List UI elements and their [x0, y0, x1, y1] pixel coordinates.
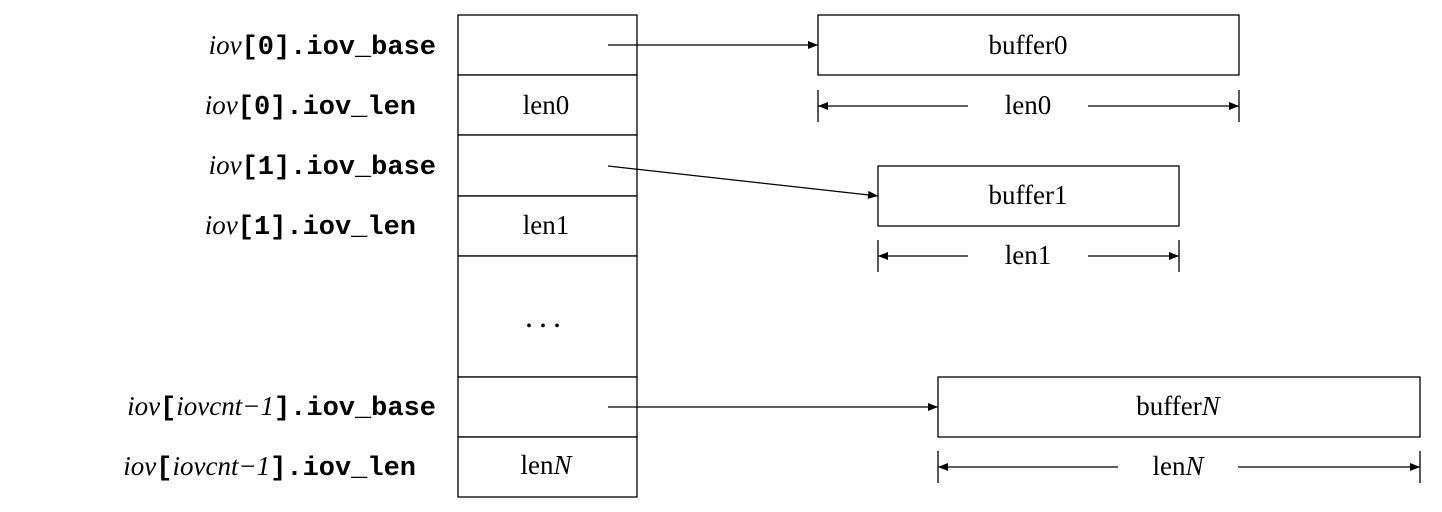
dim1-label: len1 [1005, 240, 1052, 270]
cell-iov1-len [457, 195, 638, 257]
label-iov1-len: iov[1].iov_len [205, 210, 416, 243]
cell-iov0-base [457, 14, 638, 76]
field-labels: iov[0].iov_base iov[0].iov_len iov[1].io… [123, 30, 436, 484]
buffer1-box [877, 165, 1180, 227]
buffer0-box [817, 14, 1240, 76]
ellipsis-cell-text: ... [525, 298, 567, 334]
iovec-array: len0 len1 ... lenN [457, 14, 638, 498]
lenN-cell-text: lenN [520, 450, 573, 480]
buffer1-label: buffer1 [989, 180, 1068, 210]
dim0-label: len0 [1005, 90, 1052, 120]
label-iovN-base: iov[iovcnt−1].iov_base [127, 391, 436, 424]
label-iovN-len: iov[iovcnt−1].iov_len [123, 451, 416, 484]
label-iov1-base: iov[1].iov_base [209, 150, 436, 183]
buffers: buffer0 buffer1 bufferN [817, 14, 1421, 438]
len0-cell-text: len0 [523, 90, 570, 120]
pointer-arrows [607, 41, 938, 411]
cell-iov1-base [457, 134, 638, 197]
dimension-len1: len1 [877, 240, 1180, 272]
label-iov0-len: iov[0].iov_len [205, 90, 416, 123]
cell-iov0-len [457, 74, 638, 136]
label-iov0-base: iov[0].iov_base [209, 30, 436, 63]
arrow-to-buffer1 [607, 165, 879, 199]
cell-iovN-len [457, 436, 638, 498]
bufferN-box [937, 376, 1421, 438]
bufferN-label: bufferN [1136, 391, 1221, 421]
buffer0-label: buffer0 [989, 30, 1068, 60]
dimension-lenN: lenN [937, 451, 1421, 483]
dimN-label: lenN [1152, 451, 1205, 481]
dimension-len0: len0 [817, 90, 1240, 122]
cell-ellipsis [457, 255, 638, 378]
len1-cell-text: len1 [523, 210, 570, 240]
